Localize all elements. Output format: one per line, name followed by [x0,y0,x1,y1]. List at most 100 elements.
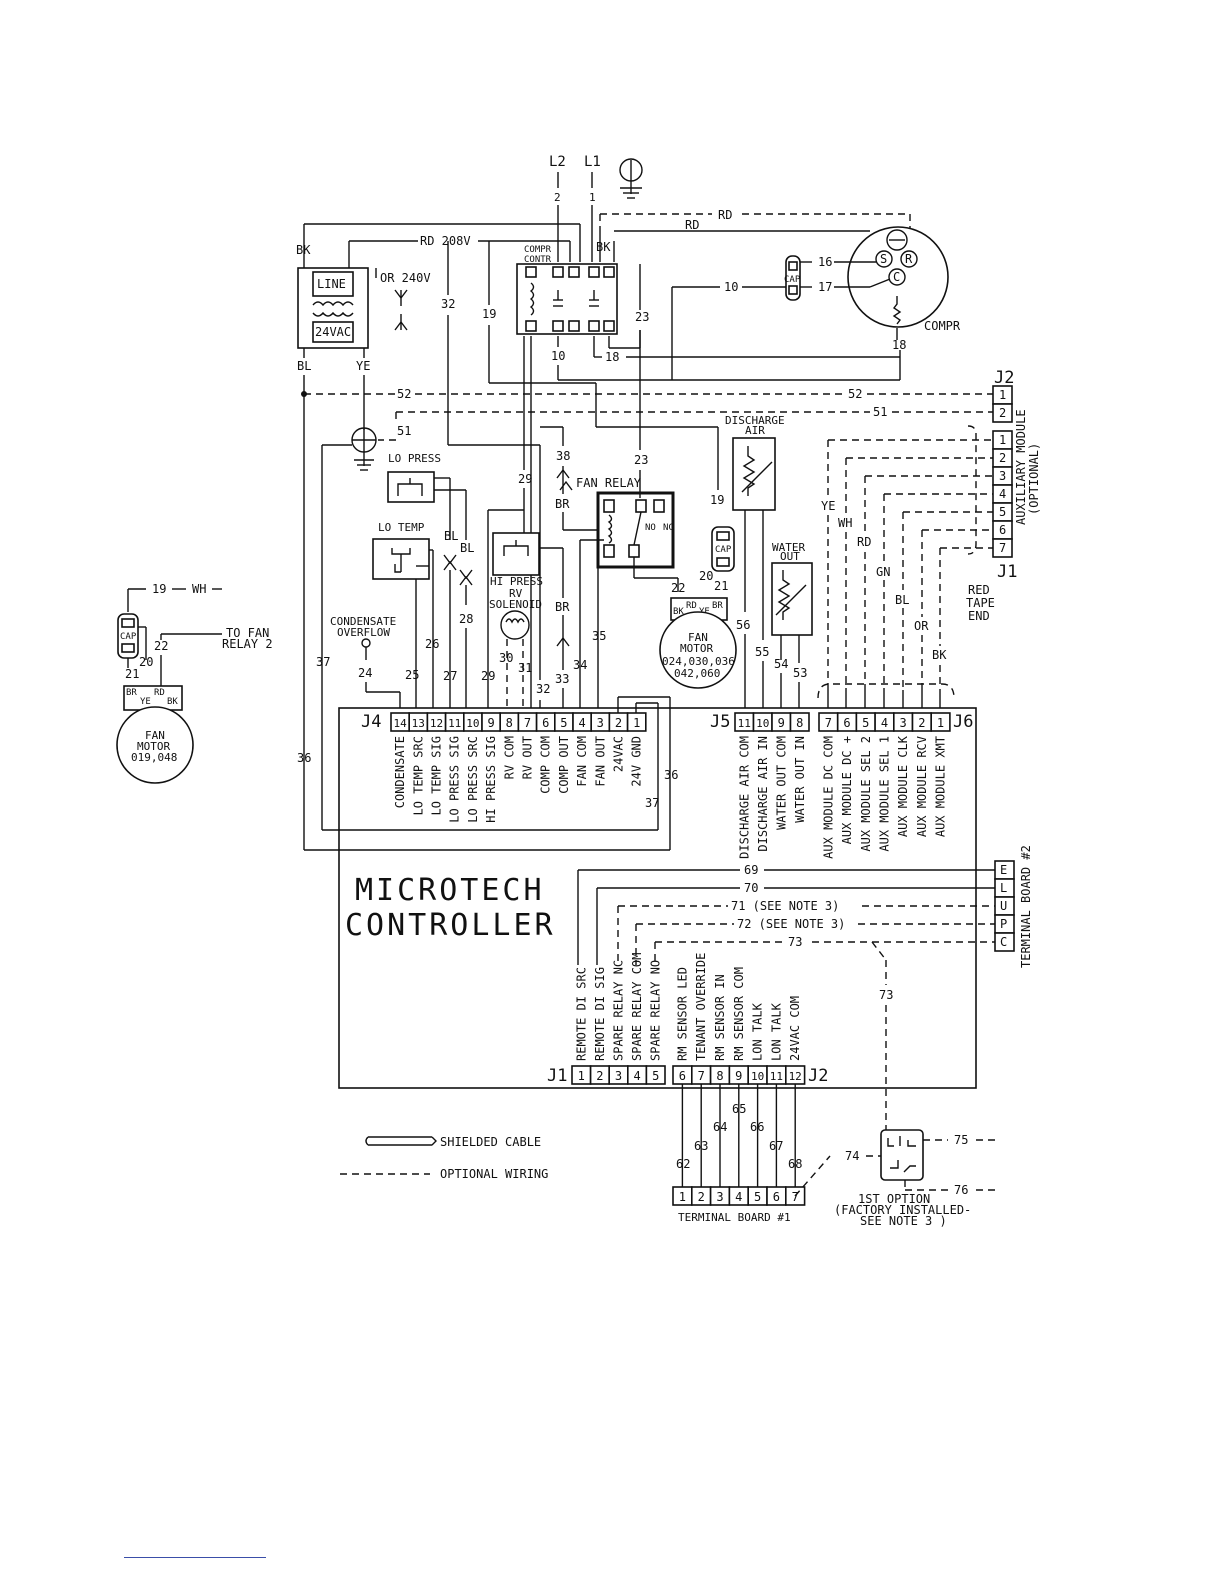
l2-label: L2 [549,154,566,170]
j5-pin-number: 9 [778,716,785,730]
aux-module-sub-label: (OPTIONAL) [1027,443,1041,515]
red-tape-label-3: END [968,609,990,623]
tb1-wire-62: 62 [676,1157,690,1171]
tb1-wire-66: 66 [750,1120,764,1134]
aux-fan-label-3: 019,048 [131,751,177,764]
j2-label: J2 [808,1066,828,1086]
j6-signal-label: AUX MODULE XMT [934,736,948,837]
aux-lead-bk: BK [167,697,178,707]
j1-pin-number: 4 [633,1069,640,1083]
j2-pin-number: 7 [698,1069,705,1083]
j4-pin-number: 5 [560,716,567,730]
fan-motor-main: 19 CAP 20 21 BK RD YE BR FAN MOTOR 024,0… [659,493,737,689]
aux-wire-20-label: 20 [139,655,153,669]
j4-pin-number: 14 [393,717,407,730]
discharge-air-sensor: DISCHARGE AIR 56 55 [725,414,785,713]
water-out-label-2: OUT [780,550,800,563]
j4-pin-number: 13 [412,717,425,730]
j5-signal-label: DISCHARGE AIR IN [756,736,770,852]
ye-label: YE [356,359,370,373]
fan-motor-label-4: 042,060 [674,667,720,680]
overload-icon [886,229,908,251]
aux-wire-21-label: 21 [125,667,139,681]
compressor: RD S R C COMPR 18 CAP 16 17 10 [599,208,961,380]
fan-lead-bk: BK [673,607,684,617]
j6-pin-number: 1 [937,716,944,730]
tb1-wire-67: 67 [769,1139,783,1153]
aux-j2-label: J2 [994,368,1014,388]
j5-pin-number: 11 [738,717,751,730]
j4-signal-label: RV OUT [521,736,535,779]
aux-j2-pin-1: 1 [999,388,1006,402]
wire-19-label: 19 [482,307,496,321]
rv-label: RV [509,587,523,600]
j4-pin-number: 4 [578,716,585,730]
tb1-wire-68: 68 [788,1157,802,1171]
fan-motor-label-2: MOTOR [680,642,713,655]
j4-pin-number: 7 [524,716,531,730]
j2-signal-label: 24VAC COM [788,996,802,1061]
rd-top-label: RD [718,208,732,222]
wire-19-c-label: 19 [710,493,724,507]
transformer: BK LINE 24VAC RD 208V OR 240V BL YE [296,223,581,850]
br-1-label: BR [555,497,570,511]
j4-pin-number: 3 [597,716,604,730]
j1-pin-number: 5 [652,1069,659,1083]
terminal-board-2: E L U P C TERMINAL BOARD #2 69 70 71 (SE… [577,845,1033,1132]
terminal-c-label: C [893,270,900,284]
wire-51-b-label: 51 [873,405,887,419]
j4-pin-number: 1 [633,716,640,730]
legend-shielded: SHIELDED CABLE [440,1135,541,1149]
j6-pin-number: 7 [825,716,832,730]
j2-pin-number: 12 [789,1070,802,1083]
tb2-pin-c: C [1000,935,1007,949]
lo-press-label: LO PRESS [388,452,441,465]
j4-signal-label: LO PRESS SRC [466,736,480,823]
lo-temp-label: LO TEMP [378,521,425,534]
option-line-3: SEE NOTE 3 ) [860,1214,947,1228]
wire-33-label: 33 [555,672,569,686]
no-label: NO [645,523,656,533]
j4-signal-label: COMP OUT [557,736,571,794]
j4-signal-label: FAN COM [575,736,589,787]
aux-j2-connector: J2 1 2 [992,368,1014,423]
aux-j2-pin-2: 2 [999,406,1006,420]
tb1-pin-number: 6 [773,1190,780,1204]
fan-motor-label-1: FAN [688,631,708,644]
j6-signal-label: AUX MODULE DC COM [821,736,835,859]
wire-26-label: 26 [425,637,439,651]
j2-pin-number: 8 [716,1069,723,1083]
wire-23-b-label: 23 [634,453,648,467]
j2-pin-number: 11 [770,1070,783,1083]
wire-32-b-label: 32 [536,682,550,696]
tb2-wire-73: 73 [788,935,802,949]
j6-pin-number: 4 [881,716,888,730]
footer-rule [124,1557,266,1558]
condensate-overflow: CONDENSATE OVERFLOW 24 [330,615,401,713]
j6-signal-label: AUX MODULE DC + [840,736,854,844]
tb1-pin-number: 4 [735,1190,742,1204]
to-fan-label-2: RELAY 2 [222,637,273,651]
wire-20-label: 20 [699,569,713,583]
option-line-2: (FACTORY INSTALLED- [834,1203,971,1217]
j6-signal-label: AUX MODULE SEL 2 [859,736,873,852]
j6-signal-label: AUX MODULE RCV [915,736,929,837]
water-out-label-1: WATER [772,541,805,554]
j5-pin-box [789,712,810,732]
wire-56-label: 56 [736,618,750,632]
tb2-pin-p: P [1000,917,1007,931]
comp-wire-10-label: 10 [724,280,738,294]
wire-34-label: 34 [573,658,587,672]
aux-pin-3: 3 [999,469,1006,483]
wire-25-label: 25 [405,668,419,682]
aux-fan-label-2: MOTOR [137,740,170,753]
terminal-r-label: R [905,252,913,266]
condensate-label-1: CONDENSATE [330,615,396,628]
legend: SHIELDED CABLE OPTIONAL WIRING [340,1135,548,1181]
power-loop-wires: 37 36 36 37 [297,655,678,851]
aux-color-or: OR [914,619,929,633]
aux-pin-4: 4 [999,487,1006,501]
j5-pin-number: 8 [796,716,803,730]
j1-signal-label: SPARE RELAY NO [649,960,663,1061]
